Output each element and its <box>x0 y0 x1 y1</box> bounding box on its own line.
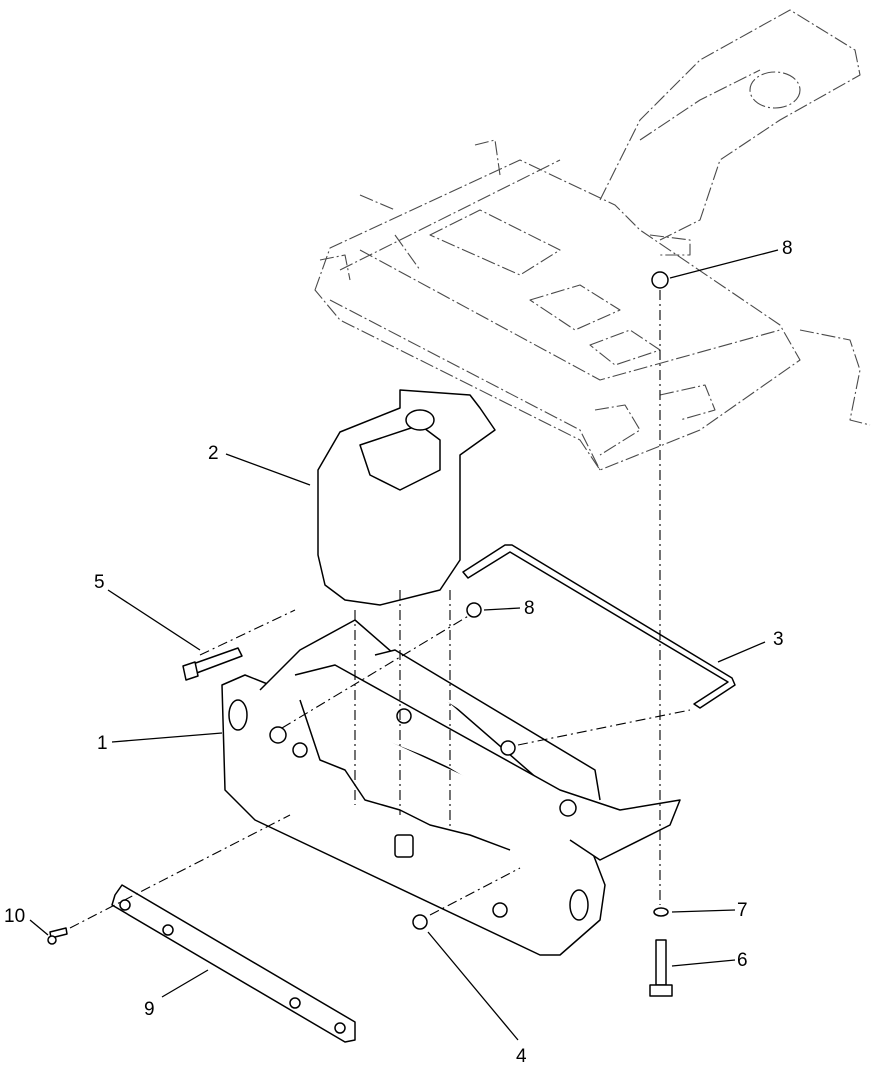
callout-2: 2 <box>208 443 219 464</box>
leader-4 <box>427 931 519 1041</box>
hardware <box>47 271 673 997</box>
callout-labels: 1 2 3 4 5 6 7 8 8 9 10 <box>4 238 793 1067</box>
callout-7: 7 <box>737 900 748 921</box>
leader-8-top <box>669 249 779 279</box>
leader-3 <box>717 641 766 663</box>
leader-1 <box>111 732 223 743</box>
callout-1: 1 <box>97 733 108 754</box>
leader-5 <box>107 589 201 651</box>
leader-2 <box>225 453 311 486</box>
leader-8-bottom <box>483 607 521 611</box>
leader-7 <box>671 909 736 913</box>
leader-lines <box>29 249 779 1041</box>
weight-part <box>317 389 496 606</box>
callout-8-bottom: 8 <box>524 598 535 619</box>
callout-5: 5 <box>94 572 105 593</box>
rod-part <box>462 544 736 709</box>
callout-10: 10 <box>4 906 25 927</box>
bracket-part <box>221 619 681 956</box>
bar-part <box>111 884 356 1043</box>
leader-6 <box>671 959 736 967</box>
callout-9: 9 <box>144 999 155 1020</box>
callout-8-top: 8 <box>782 238 793 259</box>
mower-frame-phantom <box>314 9 871 471</box>
callout-6: 6 <box>737 950 748 971</box>
callout-4: 4 <box>516 1046 527 1067</box>
leader-9 <box>161 969 209 998</box>
callout-3: 3 <box>773 629 784 650</box>
leader-10 <box>29 919 49 936</box>
alignment-lines <box>69 290 691 929</box>
